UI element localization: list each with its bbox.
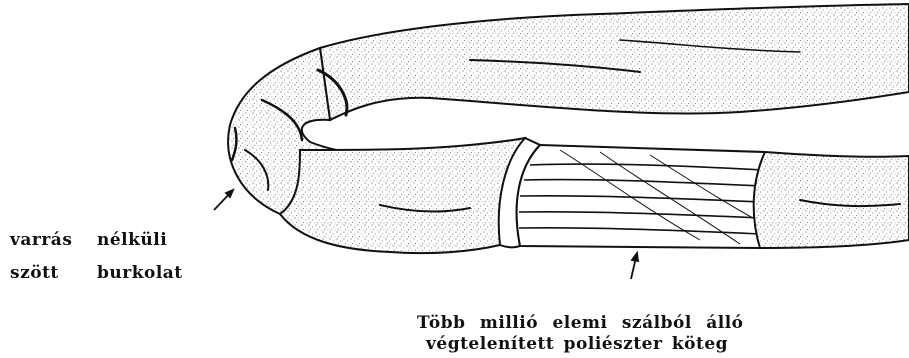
exposed-polyester-core (517, 145, 765, 248)
core-label-line-1: Több millió elemi szálból álló (417, 312, 744, 334)
cover-lower-left-section (280, 138, 525, 253)
cover-label-word-nelkuli: nélküli (97, 229, 167, 251)
core-label-line-2: végtelenített poliészter köteg (426, 333, 728, 355)
cover-lower-right-section (754, 152, 909, 248)
cover-upper-section (320, 4, 909, 120)
cover-label-word-burkolat: burkolat (97, 262, 183, 284)
cover-label-word-varras: varrás (10, 229, 72, 251)
cover-label-word-szott: szött (10, 262, 59, 284)
